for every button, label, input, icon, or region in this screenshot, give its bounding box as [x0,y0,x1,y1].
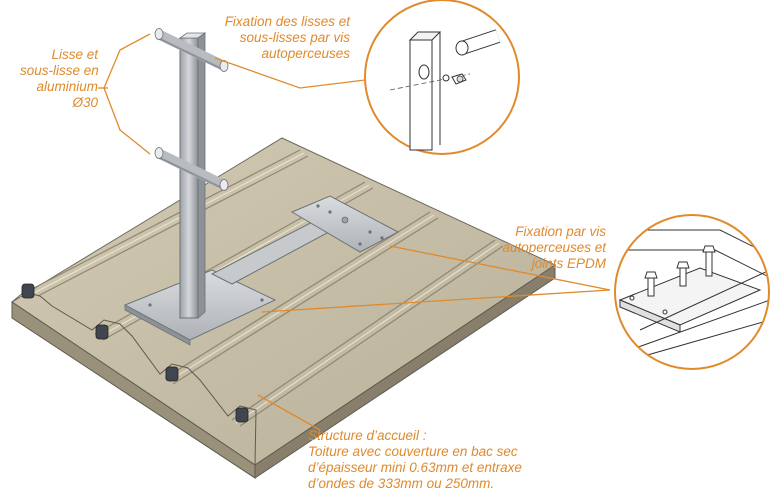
mid-rail-shade [157,156,225,190]
label-rail-fixing: Fixation des lisses et sous-lisses par v… [224,14,350,61]
leader-fix-vis-2 [261,289,611,313]
base-plate-screws [148,298,264,307]
roof-clips [21,283,249,423]
detail-rib [629,319,768,361]
top-rail [155,29,227,71]
detail-plate-fixing [614,214,770,370]
leader-lines [98,33,611,431]
roof-right-edge [254,264,556,479]
mid-rail-end [219,179,229,191]
leader-lisse [103,33,151,155]
detail-bolt-head [676,261,690,269]
clip-2 [95,324,109,340]
detail-rib [639,269,768,331]
detail-bolt-head [644,271,658,279]
screw [380,236,384,240]
label-rails: Lisse et sous-lisse en aluminium Ø30 [20,47,99,110]
detail-rail-end [455,40,469,56]
screw [148,303,152,307]
detail-bolt [647,277,655,297]
clip-4 [235,407,249,423]
screw [260,298,264,302]
guardrail-rails [154,28,229,191]
leader-fix-top [214,57,366,89]
leader-fix-vis-1 [389,245,611,291]
detail-bolt [679,267,687,287]
mid-rail [155,148,227,190]
detail-bolt-head [702,245,716,253]
detail-bolt [705,251,713,277]
leader-structure [257,394,321,431]
roof-deck [11,137,557,479]
detail-post [409,39,433,151]
rear-plate-screws [316,204,384,246]
top-rail-shade [157,37,225,71]
detail-washer [442,74,450,82]
screw [358,242,362,246]
detail-circle-top [364,0,520,155]
screw [328,210,332,214]
clip-1 [21,283,35,299]
label-support-structure: Structure d’accueil : Toiture avec couve… [308,428,522,491]
mid-rail-end [154,147,164,159]
detail-hole [629,295,635,301]
detail-rail-hole [418,64,430,80]
screw [368,230,372,234]
detail-hole [662,309,668,315]
roof-front-profile [11,291,257,466]
clip-3 [165,366,179,382]
detail-deck-lines [616,249,768,281]
post-tube [179,37,199,319]
detail-screw-head [456,75,464,83]
roof-surface [11,137,557,466]
detail-rib [629,299,768,351]
detail-screws-bottom [629,245,716,315]
label-plate-fixing: Fixation par vis autoperceuses et joints… [502,224,606,271]
screw [341,216,349,224]
screw [316,204,320,208]
rear-plate [290,195,400,253]
top-rail-end [154,28,164,40]
detail-rail-fixing [364,0,520,155]
base-plate-edge [124,304,191,346]
